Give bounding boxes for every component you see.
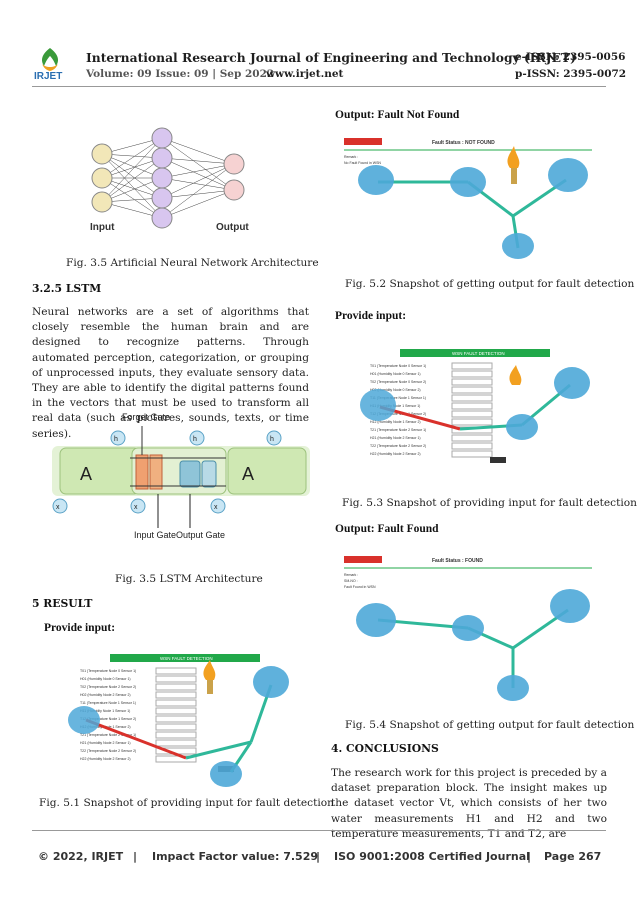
lstm-figure: Forget Gate A A h h h x x x Input Gate O… <box>30 408 312 556</box>
fig-5-2-screenshot: Fault Status : NOT FOUND Remark : No Fau… <box>338 130 600 260</box>
svg-text:H02 (Humidity Node 2 Sensor 2): H02 (Humidity Node 2 Sensor 2) <box>80 693 131 697</box>
svg-text:h: h <box>193 436 197 443</box>
section-heading-result: 5 RESULT <box>32 597 93 610</box>
svg-text:SM-NO :: SM-NO : <box>344 579 358 583</box>
pissn: p-ISSN: 2395-0072 <box>515 68 627 80</box>
router-icon <box>358 158 588 259</box>
output-fault-found-label: Output: Fault Found <box>335 523 439 535</box>
journal-title: International Research Journal of Engine… <box>86 50 576 65</box>
svg-text:T12 (Temperature Node 1 Sensor: T12 (Temperature Node 1 Sensor 2) <box>80 717 136 721</box>
lstm-cell-a-right: A <box>242 464 254 484</box>
header-divider <box>32 86 606 87</box>
conclusions-paragraph: The research work for this project is pr… <box>331 767 607 840</box>
svg-text:H01 (Humidity Node 0 Sensor 1): H01 (Humidity Node 0 Sensor 1) <box>370 372 421 376</box>
ann-output-label: Output <box>216 222 249 233</box>
svg-text:T02 (Temperature Node 0 Sensor: T02 (Temperature Node 0 Sensor 2) <box>370 380 426 384</box>
svg-text:Fault Status : NOT FOUND: Fault Status : NOT FOUND <box>432 140 495 146</box>
provide-input-label-left: Provide input: <box>44 622 116 634</box>
svg-text:T11 (Temperature Node 1 Sensor: T11 (Temperature Node 1 Sensor 1) <box>80 701 136 705</box>
lstm-cell-a-left: A <box>80 464 92 484</box>
svg-text:Remark :: Remark : <box>344 155 358 159</box>
svg-text:x: x <box>134 504 138 511</box>
fig-5-1-screenshot: WSN FAULT DETECTION T01 (Temperature Nod… <box>66 650 306 790</box>
ann-input-label: Input <box>90 222 115 233</box>
router-icon <box>68 666 289 787</box>
svg-text:T12 (Temperature Node 1 Sensor: T12 (Temperature Node 1 Sensor 2) <box>370 412 426 416</box>
svg-text:T22 (Temperature Node 2 Sensor: T22 (Temperature Node 2 Sensor 2) <box>80 749 136 753</box>
fig-5-4-screenshot: Fault Status : FOUND Remark : SM-NO : Fa… <box>338 548 600 706</box>
eissn: e-ISSN: 2395-0056 <box>515 51 626 63</box>
footer-sep-1: | <box>133 850 138 863</box>
output-gate-label: Output Gate <box>176 530 225 540</box>
output-fault-not-found-label: Output: Fault Not Found <box>335 109 460 121</box>
svg-text:WSN FAULT DETECTION: WSN FAULT DETECTION <box>452 351 505 356</box>
router-icon <box>360 367 590 440</box>
footer-iso: ISO 9001:2008 Certified Journal <box>334 850 530 863</box>
svg-text:H22 (Humidity Node 2 Sensor 2): H22 (Humidity Node 2 Sensor 2) <box>370 452 421 456</box>
svg-text:h: h <box>270 436 274 443</box>
svg-text:x: x <box>56 504 60 511</box>
fig-5-2-caption: Fig. 5.2 Snapshot of getting output for … <box>345 278 635 290</box>
svg-text:H02 (Humidity Node 0 Sensor 2): H02 (Humidity Node 0 Sensor 2) <box>370 388 421 392</box>
svg-text:H01 (Humidity Node 0 Sensor 1): H01 (Humidity Node 0 Sensor 1) <box>80 677 131 681</box>
svg-text:T21 (Temperature Node 2 Sensor: T21 (Temperature Node 2 Sensor 1) <box>80 733 136 737</box>
footer-sep-3: | <box>527 850 532 863</box>
fig-3-5-ann-caption: Fig. 3.5 Artificial Neural Network Archi… <box>66 257 319 269</box>
forget-gate-label: Forget Gate <box>122 412 170 422</box>
fig-3-5-lstm-caption: Fig. 3.5 LSTM Architecture <box>115 573 263 585</box>
fig-5-4-caption: Fig. 5.4 Snapshot of getting output for … <box>345 719 635 731</box>
svg-text:H12 (Humidity Node 1 Sensor 2): H12 (Humidity Node 1 Sensor 2) <box>370 420 421 424</box>
lstm-paragraph: Neural networks are a set of algorithms … <box>32 306 309 440</box>
svg-text:H21 (Humidity Node 2 Sensor 1): H21 (Humidity Node 2 Sensor 1) <box>80 741 131 745</box>
svg-text:H21 (Humidity Node 2 Sensor 1): H21 (Humidity Node 2 Sensor 1) <box>370 436 421 440</box>
irjet-logo-icon: IRJET <box>32 46 68 82</box>
svg-text:H22 (Humidity Node 2 Sensor 2): H22 (Humidity Node 2 Sensor 2) <box>80 757 131 761</box>
fig-5-3-caption: Fig. 5.3 Snapshot of providing input for… <box>342 497 637 509</box>
footer-sep-2: | <box>316 850 321 863</box>
svg-text:Fault Found in WSN: Fault Found in WSN <box>344 585 376 589</box>
section-heading-lstm: 3.2.5 LSTM <box>32 282 102 295</box>
website-link[interactable]: www.irjet.net <box>266 68 344 80</box>
svg-text:Remark :: Remark : <box>344 573 358 577</box>
flame-icon <box>203 660 216 680</box>
footer-divider <box>32 830 606 831</box>
fig-5-1-caption: Fig. 5.1 Snapshot of providing input for… <box>39 797 334 809</box>
section-heading-conclusions: 4. CONCLUSIONS <box>331 742 439 755</box>
svg-text:T11 (Temperature Node 1 Sensor: T11 (Temperature Node 1 Sensor 1) <box>370 396 426 400</box>
svg-text:H11 (Humidity Node 1 Sensor 1): H11 (Humidity Node 1 Sensor 1) <box>80 709 130 713</box>
svg-text:No Fault Found in WSN: No Fault Found in WSN <box>344 161 381 165</box>
svg-text:IRJET: IRJET <box>34 71 62 80</box>
volume-issue: Volume: 09 Issue: 09 | Sep 2022 <box>86 68 275 80</box>
fig-5-3-screenshot: WSN FAULT DETECTION T01 (Temperature Nod… <box>340 345 602 467</box>
svg-text:Fault Status : FOUND: Fault Status : FOUND <box>432 558 483 564</box>
svg-text:WSN FAULT DETECTION: WSN FAULT DETECTION <box>160 656 213 661</box>
svg-text:T21 (Temperature Node 2 Sensor: T21 (Temperature Node 2 Sensor 1) <box>370 428 426 432</box>
footer-impact-factor: Impact Factor value: 7.529 <box>152 850 319 863</box>
svg-text:h: h <box>114 436 118 443</box>
svg-text:x: x <box>214 504 218 511</box>
svg-text:T02 (Temperature Node 2 Sensor: T02 (Temperature Node 2 Sensor 2) <box>80 685 136 689</box>
footer-copyright: © 2022, IRJET <box>38 850 124 863</box>
flame-icon <box>509 365 522 385</box>
footer-page-number: Page 267 <box>544 850 602 863</box>
svg-text:T01 (Temperature Node 0 Sensor: T01 (Temperature Node 0 Sensor 1) <box>80 669 136 673</box>
ann-figure: Input Output <box>84 126 254 234</box>
flame-icon <box>507 146 520 168</box>
provide-input-label-right: Provide input: <box>335 310 407 322</box>
svg-text:T22 (Temperature Node 2 Sensor: T22 (Temperature Node 2 Sensor 2) <box>370 444 426 448</box>
svg-text:T01 (Temperature Node 0 Sensor: T01 (Temperature Node 0 Sensor 1) <box>370 364 426 368</box>
router-icon <box>356 589 590 701</box>
input-gate-label: Input Gate <box>134 530 176 540</box>
